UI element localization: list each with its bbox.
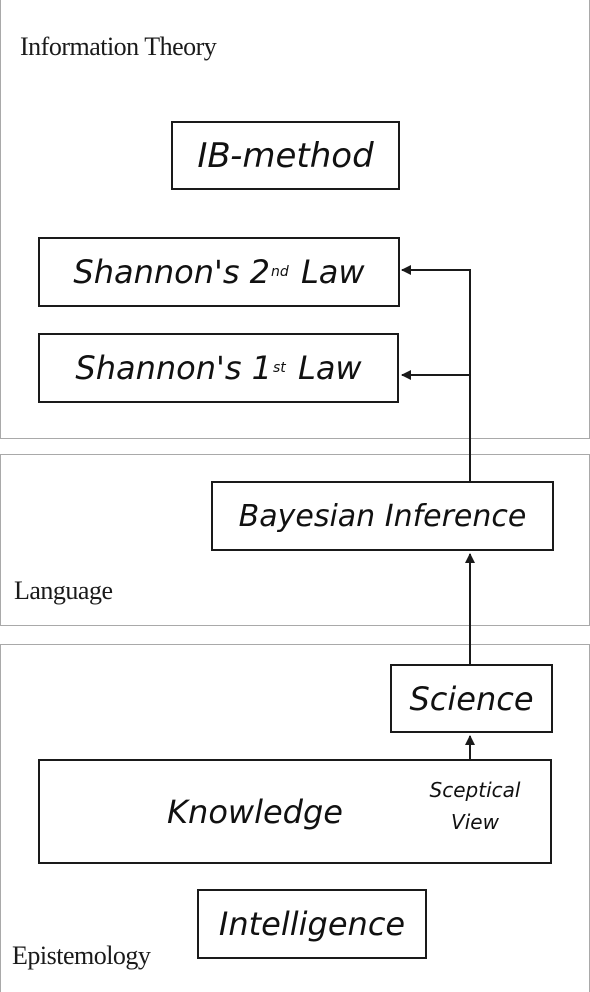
annotation-sceptical-line2: View	[451, 810, 499, 834]
node-bayesian-inference-label: Bayesian Inference	[238, 498, 527, 534]
node-knowledge: Knowledge	[38, 759, 552, 864]
node-intelligence: Intelligence	[197, 889, 427, 959]
node-science-label: Science	[409, 679, 534, 718]
annotation-sceptical-view: Sceptical View	[420, 774, 530, 838]
node-intelligence-label: Intelligence	[218, 905, 406, 943]
node-shannon-1st-suffix: Law	[297, 349, 362, 387]
node-ib-method-label: IB-method	[197, 135, 374, 176]
node-science: Science	[390, 664, 553, 733]
node-shannon-2nd-prefix: Shannon's 2	[73, 253, 271, 291]
node-ib-method: IB-method	[171, 121, 400, 190]
region-label-epistemology: Epistemology	[12, 941, 151, 970]
node-shannon-2nd-suffix: Law	[300, 253, 365, 291]
region-label-language: Language	[14, 576, 113, 605]
node-knowledge-label: Knowledge	[167, 792, 343, 831]
annotation-sceptical-line1: Sceptical	[429, 778, 521, 802]
region-label-information-theory: Information Theory	[20, 32, 217, 61]
node-bayesian-inference: Bayesian Inference	[211, 481, 554, 551]
node-shannon-1st-prefix: Shannon's 1	[75, 349, 273, 387]
